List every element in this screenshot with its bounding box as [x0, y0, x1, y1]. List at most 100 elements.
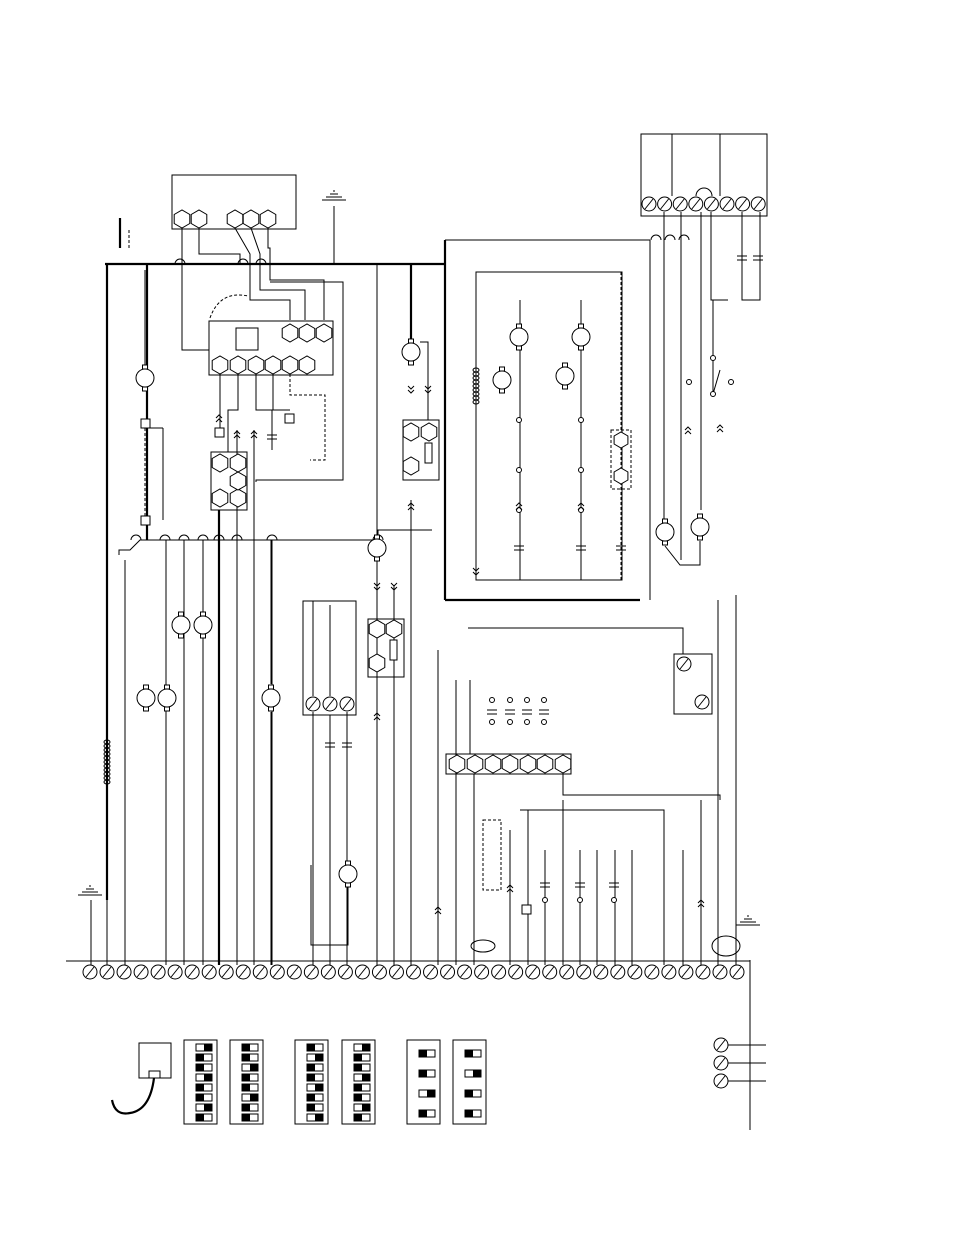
motor-lead-top [269, 685, 274, 689]
motor-lead-bottom [179, 634, 184, 638]
capacitor-icon [514, 546, 524, 550]
control-pin-5 [260, 210, 276, 228]
wire-crossover [665, 235, 675, 240]
dip-switch-knob [196, 1054, 204, 1061]
wire [182, 228, 209, 350]
dip-switch-knob [307, 1044, 315, 1051]
dip-switch-knob [307, 1074, 315, 1081]
wire [717, 429, 723, 432]
wire [408, 390, 414, 393]
dip-switch-knob [242, 1044, 250, 1051]
wire [685, 427, 691, 430]
terminal-31 [594, 965, 608, 979]
wire-crossover [267, 535, 277, 540]
top-right-terminal [736, 197, 750, 211]
small-group-terminal [714, 1038, 728, 1052]
motor-lead-top [698, 514, 703, 518]
dip-switch-knob [242, 1084, 250, 1091]
dip-switch-knob [307, 1094, 315, 1101]
wire [420, 342, 428, 420]
strip-pin-7 [555, 755, 571, 773]
dip-switch-bank-5 [407, 1040, 440, 1124]
dip-switch-knob [242, 1054, 250, 1061]
terminal-5 [151, 965, 165, 979]
wire [199, 228, 240, 264]
top-right-terminal [673, 197, 687, 211]
motor-body [339, 865, 357, 883]
dashed-jumper [210, 295, 248, 318]
fan-relay-icon [510, 324, 528, 350]
terminal-39 [730, 965, 744, 979]
plug-pin [386, 620, 402, 638]
terminal-34 [645, 965, 659, 979]
terminal-17 [355, 965, 369, 979]
motor-body [262, 689, 280, 707]
dip-switch-knob [419, 1110, 427, 1117]
damper-motor-icon [194, 612, 212, 638]
terminal-27 [526, 965, 540, 979]
fuse-pin [230, 472, 246, 490]
wire [216, 415, 222, 418]
sensor-clip [149, 1071, 160, 1078]
wire [711, 212, 728, 300]
terminal-7 [185, 965, 199, 979]
small-group-terminal [714, 1074, 728, 1088]
relay-coil-icon [402, 339, 420, 365]
motor-body [556, 367, 574, 385]
plug-pin-upper [299, 324, 315, 342]
dip-switch-knob [473, 1070, 481, 1077]
terminal-14 [304, 965, 318, 979]
top-right-terminal [720, 197, 734, 211]
plug-pin-3 [248, 356, 264, 374]
top-ground-icon [322, 191, 346, 200]
top-right-terminal [689, 197, 703, 211]
plug-pin-5 [282, 356, 298, 374]
dip-switch-knob [204, 1074, 212, 1081]
fan-relay-icon [493, 367, 511, 393]
transformer-core [236, 328, 258, 350]
connector-chevron-icon [216, 415, 222, 422]
terminal-6 [168, 965, 182, 979]
control-pin-1 [174, 210, 190, 228]
fuse-pin [230, 489, 246, 507]
plug-pin [421, 423, 437, 441]
circle [525, 698, 530, 703]
capacitor-icon [505, 710, 515, 714]
dip-switch-knob [427, 1090, 435, 1097]
contactor-terminal [306, 697, 320, 711]
circle [542, 698, 547, 703]
dip-switch-knob [204, 1104, 212, 1111]
sensor-probe-cable [112, 1078, 154, 1113]
terminal-3 [117, 965, 131, 979]
control-pin-2 [191, 210, 207, 228]
plug-pin [614, 432, 628, 448]
terminal-8 [202, 965, 216, 979]
capacitor-icon [539, 710, 549, 714]
wire [713, 370, 720, 394]
terminal-19 [389, 965, 403, 979]
blower-motor-icon [262, 685, 280, 711]
terminal-22 [441, 965, 455, 979]
dip-switch-knob [315, 1084, 323, 1091]
plug-pin [403, 423, 419, 441]
dip-switch-knob [250, 1094, 258, 1101]
wire [290, 374, 325, 460]
dip-switch-knob [354, 1054, 362, 1061]
terminal-13 [287, 965, 301, 979]
plug-pin [403, 457, 419, 475]
terminal-12 [270, 965, 284, 979]
dip-switch-knob [307, 1104, 315, 1111]
strip-pin-1 [449, 755, 465, 773]
terminal-15 [321, 965, 335, 979]
dip-switch-bank-6 [453, 1040, 486, 1124]
strip-pin-5 [520, 755, 536, 773]
terminal-2 [100, 965, 114, 979]
terminal-26 [509, 965, 523, 979]
plug-pin [614, 468, 628, 484]
motor-lead-bottom [346, 883, 351, 887]
circle [612, 898, 617, 903]
dip-switch-knob [315, 1054, 323, 1061]
dip-switch-bank-1 [184, 1040, 217, 1124]
motor-body [368, 539, 386, 557]
